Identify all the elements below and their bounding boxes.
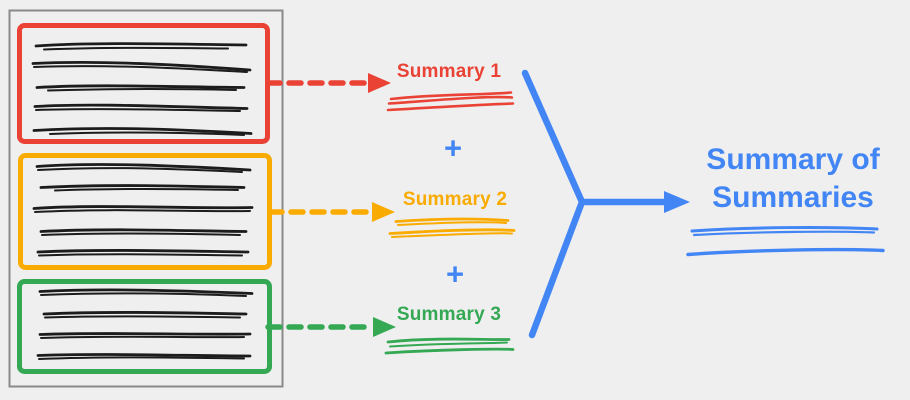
chunk2-to-summary2-arrow-icon bbox=[267, 202, 395, 222]
chunk3-to-summary3-arrow-icon bbox=[265, 317, 396, 337]
merge-arrow-icon bbox=[521, 69, 690, 339]
document-outline bbox=[8, 9, 284, 388]
summary-of-summaries-title: Summary of Summaries bbox=[706, 141, 879, 217]
plus-sign-1: + bbox=[443, 130, 463, 166]
plus-sign-2: + bbox=[445, 256, 465, 292]
title-underline-scribble bbox=[686, 225, 885, 257]
summary1-underline-scribble bbox=[386, 91, 515, 112]
summary2-label: Summary 2 bbox=[402, 189, 508, 210]
title-line-2: Summaries bbox=[712, 181, 874, 214]
summary1-label: Summary 1 bbox=[396, 61, 502, 82]
summary3-label: Summary 3 bbox=[396, 304, 502, 325]
summary2-underline-scribble bbox=[388, 217, 516, 238]
title-line-1: Summary of bbox=[706, 143, 880, 176]
chunk1-to-summary1-arrow-icon bbox=[265, 73, 391, 93]
document-text-scribbles bbox=[31, 42, 254, 360]
summary3-underline-scribble bbox=[384, 337, 515, 355]
